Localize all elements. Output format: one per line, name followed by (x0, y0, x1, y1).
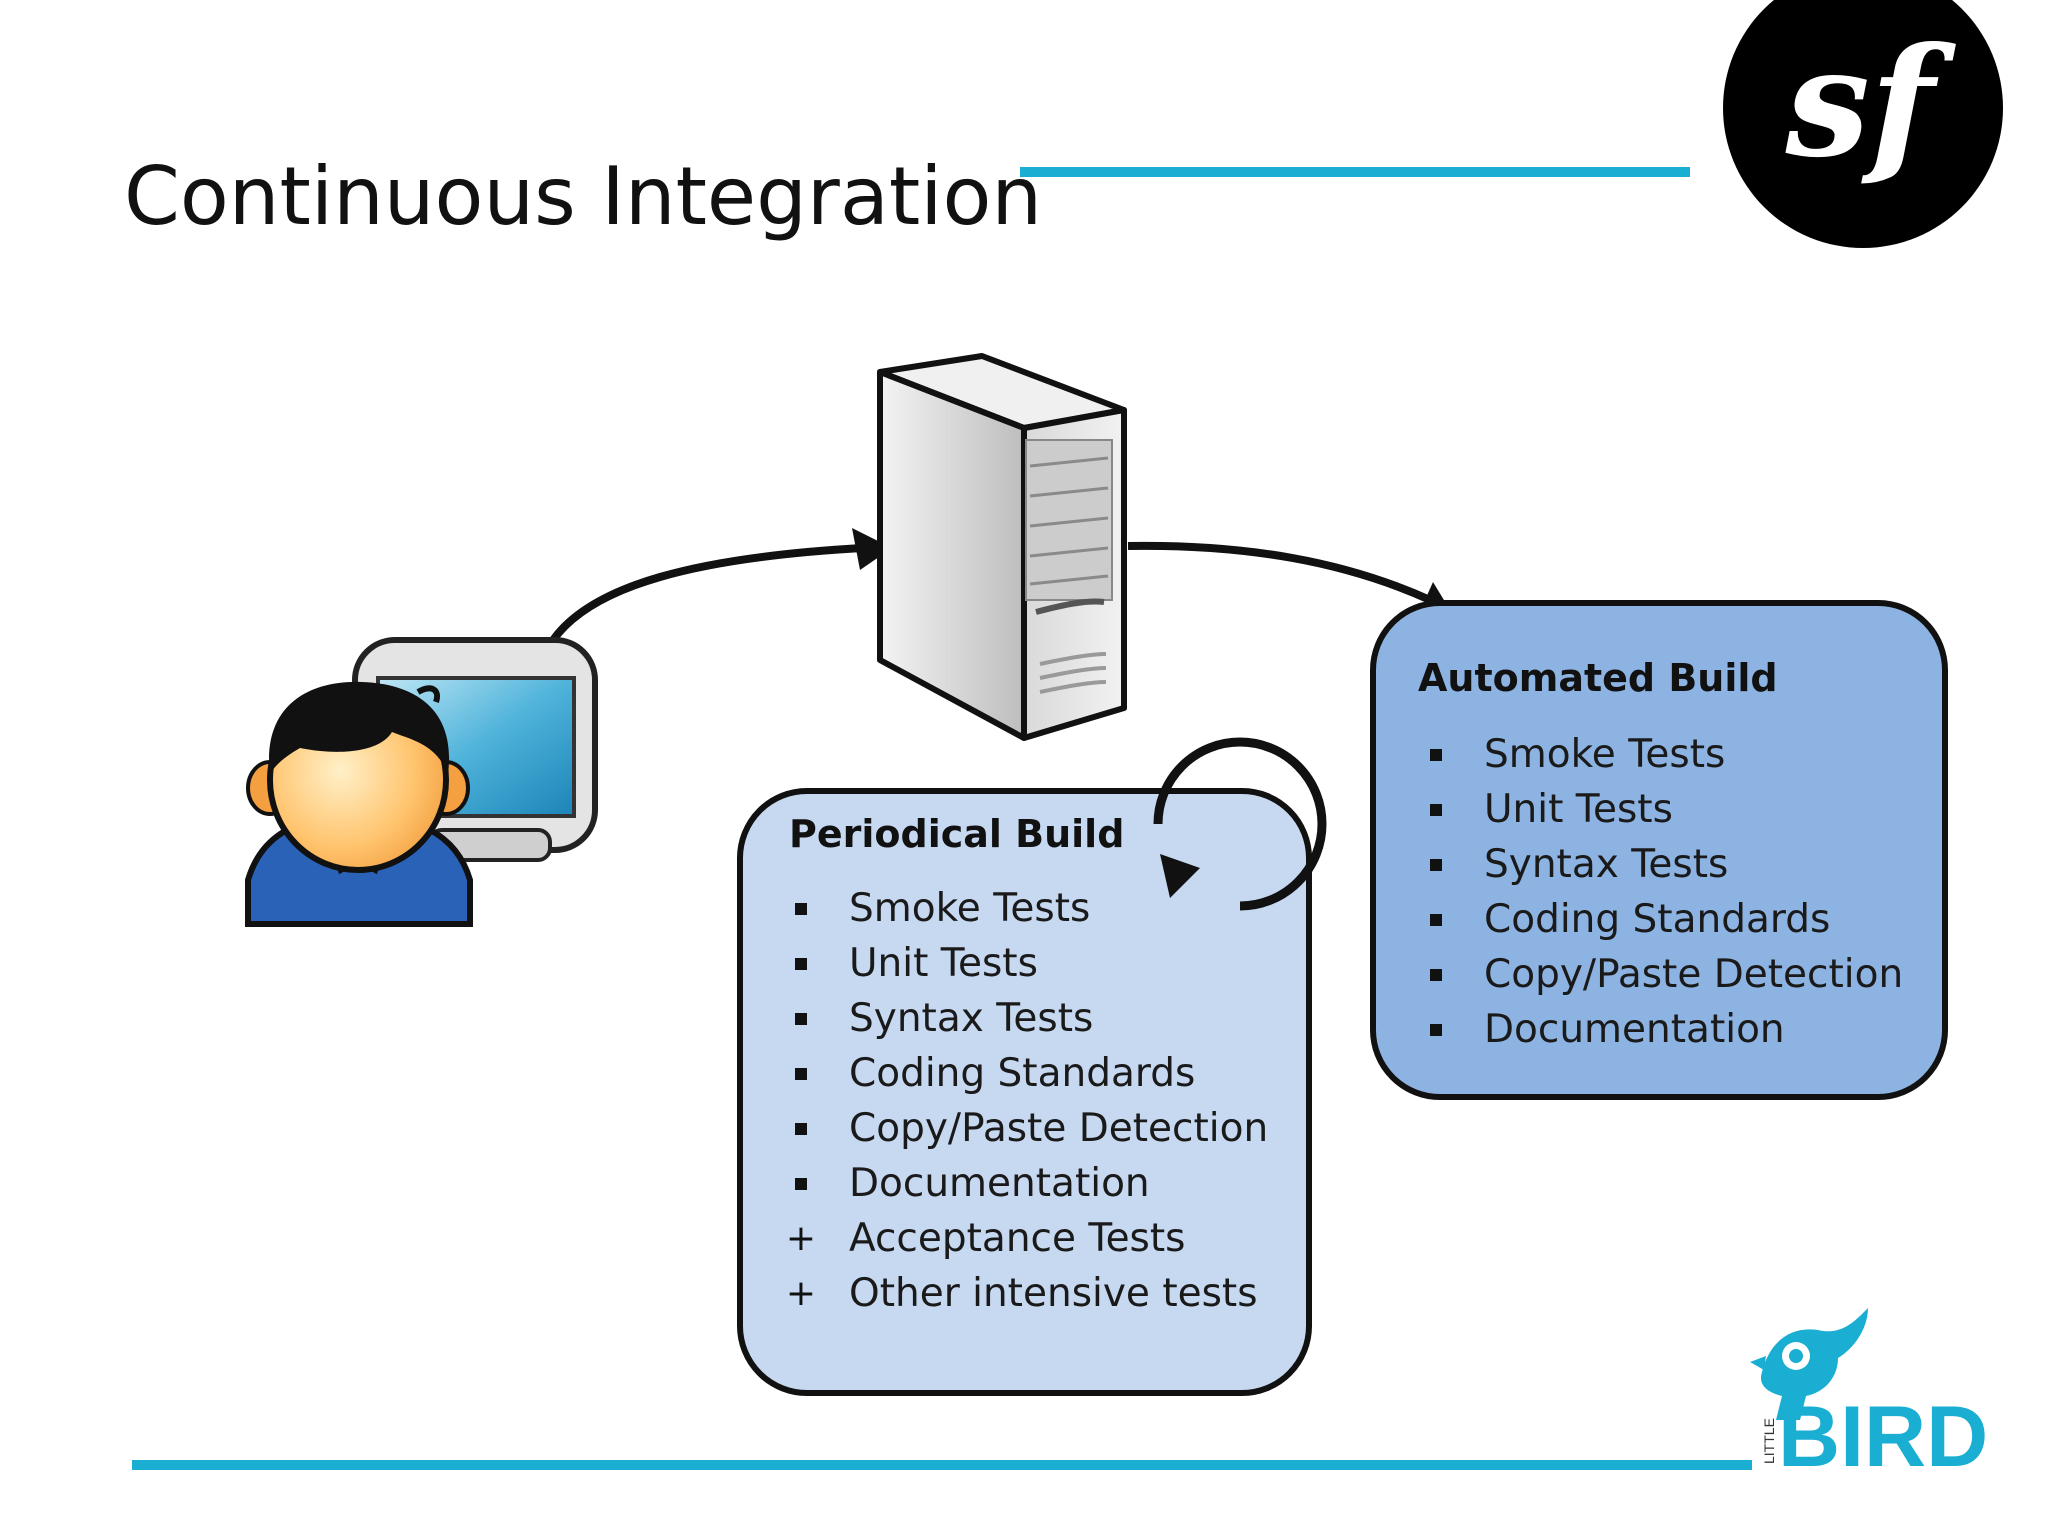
developer-icon (245, 637, 598, 927)
square-bullet-icon (795, 903, 807, 915)
list-item-label: Documentation (849, 1161, 1150, 1206)
bullet-icon (1418, 787, 1454, 833)
symfony-logo-text: sf (1785, 15, 1956, 191)
list-item-label: Syntax Tests (1484, 842, 1729, 887)
list-item-label: Documentation (1484, 1007, 1785, 1052)
plus-bullet-icon: + (785, 1218, 817, 1259)
square-bullet-icon (795, 1013, 807, 1025)
bullet-icon (1418, 897, 1454, 943)
server-icon (877, 353, 1127, 741)
bullet-icon (783, 996, 819, 1042)
square-bullet-icon (1430, 804, 1442, 816)
periodical-build-title: Periodical Build (789, 812, 1125, 856)
list-item-label: Copy/Paste Detection (1484, 952, 1904, 997)
list-item-label: Syntax Tests (849, 996, 1094, 1041)
list-item-label: Copy/Paste Detection (849, 1106, 1269, 1151)
square-bullet-icon (1430, 749, 1442, 761)
bullet-icon (783, 941, 819, 987)
periodical-build-box: Periodical Build Smoke Tests Unit Tests … (737, 788, 1312, 1396)
square-bullet-icon (795, 1068, 807, 1080)
bullet-icon: + (783, 1216, 819, 1262)
list-item-label: Smoke Tests (1484, 732, 1726, 777)
page-title: Continuous Integration (124, 149, 1043, 243)
automated-build-title: Automated Build (1418, 656, 1778, 700)
little-bird-logo: LITTLE BIRD (1750, 1308, 1988, 1485)
bullet-icon (783, 1106, 819, 1152)
square-bullet-icon (795, 1123, 807, 1135)
list-item-label: Unit Tests (849, 941, 1038, 986)
list-item-label: Other intensive tests (849, 1271, 1258, 1316)
square-bullet-icon (1430, 914, 1442, 926)
little-bird-text: BIRD (1778, 1389, 1988, 1485)
title-underline (1020, 167, 1690, 177)
plus-bullet-icon: + (785, 1273, 817, 1314)
square-bullet-icon (1430, 969, 1442, 981)
arrow-server-to-automated (1127, 541, 1432, 604)
square-bullet-icon (795, 1178, 807, 1190)
bullet-icon (783, 1051, 819, 1097)
automated-build-box: Automated Build Smoke Tests Unit Tests S… (1370, 600, 1948, 1100)
little-bird-small-text: LITTLE (1761, 1418, 1777, 1464)
square-bullet-icon (1430, 859, 1442, 871)
bullet-icon (783, 1161, 819, 1207)
list-item-label: Coding Standards (1484, 897, 1831, 942)
bullet-icon (783, 886, 819, 932)
square-bullet-icon (1430, 1024, 1442, 1036)
footer-line (132, 1460, 1752, 1470)
bullet-icon (1418, 732, 1454, 778)
bullet-icon (1418, 1007, 1454, 1053)
bullet-icon: + (783, 1271, 819, 1317)
bullet-icon (1418, 842, 1454, 888)
list-item-label: Smoke Tests (849, 886, 1091, 931)
symfony-logo: sf (1723, 0, 2003, 248)
square-bullet-icon (795, 958, 807, 970)
arrowhead-server (852, 528, 892, 570)
list-item-label: Acceptance Tests (849, 1216, 1186, 1261)
list-item-label: Coding Standards (849, 1051, 1196, 1096)
arrow-developer-to-server (544, 544, 863, 651)
list-item-label: Unit Tests (1484, 787, 1673, 832)
bullet-icon (1418, 952, 1454, 998)
